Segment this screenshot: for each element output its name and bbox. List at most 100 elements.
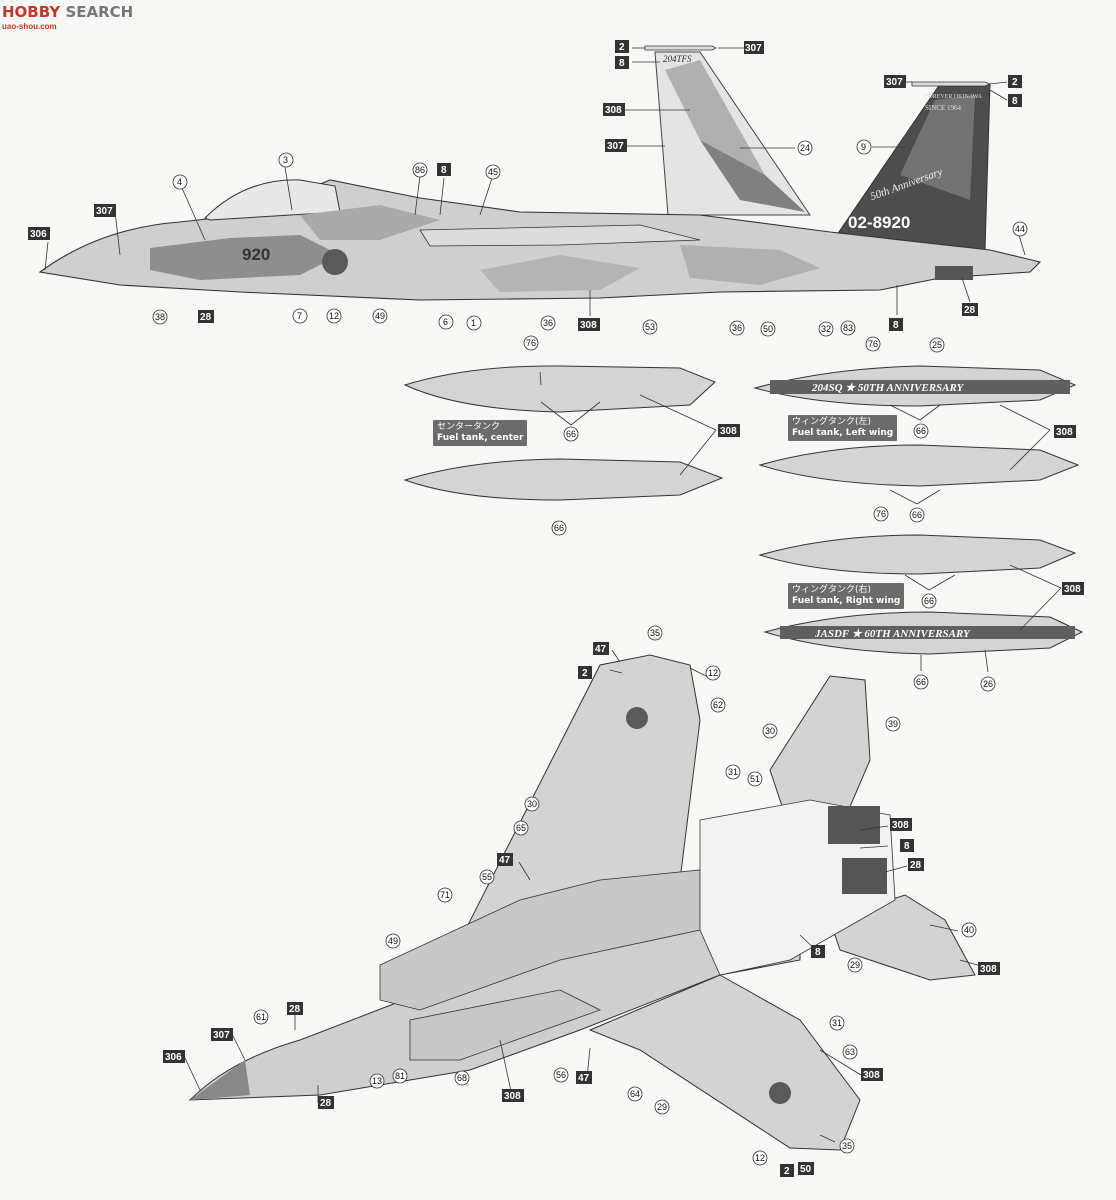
callout-square: 47 [578, 1073, 590, 1084]
callout-circle: 63 [845, 1047, 855, 1057]
callout-circle: 35 [650, 628, 660, 638]
callout-square: 28 [320, 1098, 332, 1109]
callout-circle: 1 [471, 318, 476, 328]
callout-circle: 40 [964, 925, 974, 935]
left-tank-label-jp: ウィングタンク(左) [792, 417, 872, 427]
callout-circle: 32 [821, 324, 831, 334]
callout-circle: 76 [868, 339, 878, 349]
callout-circle: 56 [556, 1070, 566, 1080]
center-tank-top [403, 365, 716, 413]
callout-circle: 45 [488, 167, 498, 177]
callout-circle: 61 [256, 1012, 266, 1022]
watermark-header: HOBBY SEARCH uao-shou.com [0, 0, 300, 32]
logo-text: SEARCH [65, 3, 134, 21]
callout-circle: 7 [297, 311, 302, 321]
square-callouts: 2 8 307 307 2 8 308 307 8 307 306 28 308… [28, 40, 1084, 1177]
callout-square: 306 [165, 1052, 182, 1063]
callout-circle: 30 [765, 726, 775, 736]
callout-circle: 66 [554, 523, 564, 533]
callout-square: 307 [213, 1030, 230, 1041]
callout-circle: 66 [566, 429, 576, 439]
callout-square: 8 [441, 165, 447, 176]
callout-square: 307 [745, 43, 762, 54]
callout-circle: 76 [526, 338, 536, 348]
callout-circle: 66 [912, 510, 922, 520]
callout-circle: 62 [713, 700, 723, 710]
center-tank-label: センタータンク Fuel tank, center [433, 420, 528, 446]
callout-circle: 39 [888, 719, 898, 729]
callout-square: 307 [886, 77, 903, 88]
callout-square: 50 [800, 1164, 812, 1175]
callout-square: 308 [980, 964, 997, 975]
callout-circle: 81 [395, 1071, 405, 1081]
callout-circle: 71 [440, 890, 450, 900]
callout-square: 2 [1012, 77, 1018, 88]
callout-circle: 31 [728, 767, 738, 777]
callout-square: 8 [619, 58, 625, 69]
callout-square: 8 [1012, 96, 1018, 107]
right-tank-top [758, 534, 1077, 575]
callout-circle: 55 [482, 872, 492, 882]
tail-since: SINCE 1964 [925, 104, 961, 112]
callout-circle: 6 [443, 317, 448, 327]
callout-circle: 53 [645, 322, 655, 332]
callout-circle: 65 [516, 823, 526, 833]
callout-circle: 64 [630, 1089, 640, 1099]
center-tank-bottom [403, 458, 724, 501]
callout-square: 308 [863, 1070, 880, 1081]
callout-square: 307 [607, 141, 624, 152]
callout-circle: 36 [732, 323, 742, 333]
callout-square: 308 [892, 820, 909, 831]
tail-serial: 02-8920 [848, 213, 910, 232]
callout-circle: 35 [842, 1141, 852, 1151]
circle-callouts [152, 139, 1028, 1166]
left-tank-label: ウィングタンク(左) Fuel tank, Left wing [788, 415, 898, 441]
callout-circle: 66 [924, 596, 934, 606]
callout-circle: 44 [1015, 224, 1025, 234]
right-tank-label-en: Fuel tank, Right wing [792, 596, 901, 606]
callout-circle: 49 [388, 936, 398, 946]
callout-circle: 68 [457, 1073, 467, 1083]
callout-circle: 51 [750, 774, 760, 784]
leader-lines [44, 47, 1062, 1143]
callout-circle: 3 [283, 155, 288, 165]
hinomaru-right-wing [769, 1082, 791, 1104]
callout-circle: 50 [763, 324, 773, 334]
callout-square: 308 [1056, 427, 1073, 438]
callout-circle: 38 [155, 312, 165, 322]
callout-square: 28 [910, 860, 922, 871]
callout-square: 308 [580, 320, 597, 331]
callout-square: 308 [605, 105, 622, 116]
callout-circle: 30 [527, 799, 537, 809]
callout-circle: 86 [415, 165, 425, 175]
callout-square: 2 [619, 42, 625, 53]
callout-circle: 12 [755, 1153, 765, 1163]
callout-circle: 13 [372, 1076, 382, 1086]
plan-view-aircraft [188, 654, 976, 1151]
hinomaru-left-wing [626, 707, 648, 729]
logo-prefix: HOBBY [2, 3, 61, 21]
nose-number: 920 [242, 245, 270, 264]
left-tank-top: 204SQ ★ 50TH ANNIVERSARY [753, 365, 1077, 407]
logo-subtitle: uao-shou.com [2, 22, 57, 31]
callout-circle: 66 [916, 426, 926, 436]
left-tank-banner: 204SQ ★ 50TH ANNIVERSARY [811, 382, 965, 394]
callout-square: 308 [504, 1091, 521, 1102]
callout-square: 28 [289, 1004, 301, 1015]
callout-square: 8 [904, 841, 910, 852]
site-logo: HOBBY SEARCH [2, 3, 133, 21]
callout-square: 2 [784, 1166, 790, 1177]
right-tank-banner: JASDF ★ 60TH ANNIVERSARY [814, 628, 971, 640]
callout-square: 47 [499, 855, 511, 866]
callout-square: 8 [893, 320, 899, 331]
callout-square: 306 [30, 229, 47, 240]
callout-circle: 76 [876, 509, 886, 519]
callout-square: 308 [1064, 584, 1081, 595]
callout-circle: 4 [177, 177, 182, 187]
callout-circle: 12 [708, 668, 718, 678]
callout-square: 28 [200, 312, 212, 323]
tail-unit-far: 204TFS [663, 54, 692, 64]
callout-circle: 29 [657, 1102, 667, 1112]
callout-square: 307 [96, 206, 113, 217]
